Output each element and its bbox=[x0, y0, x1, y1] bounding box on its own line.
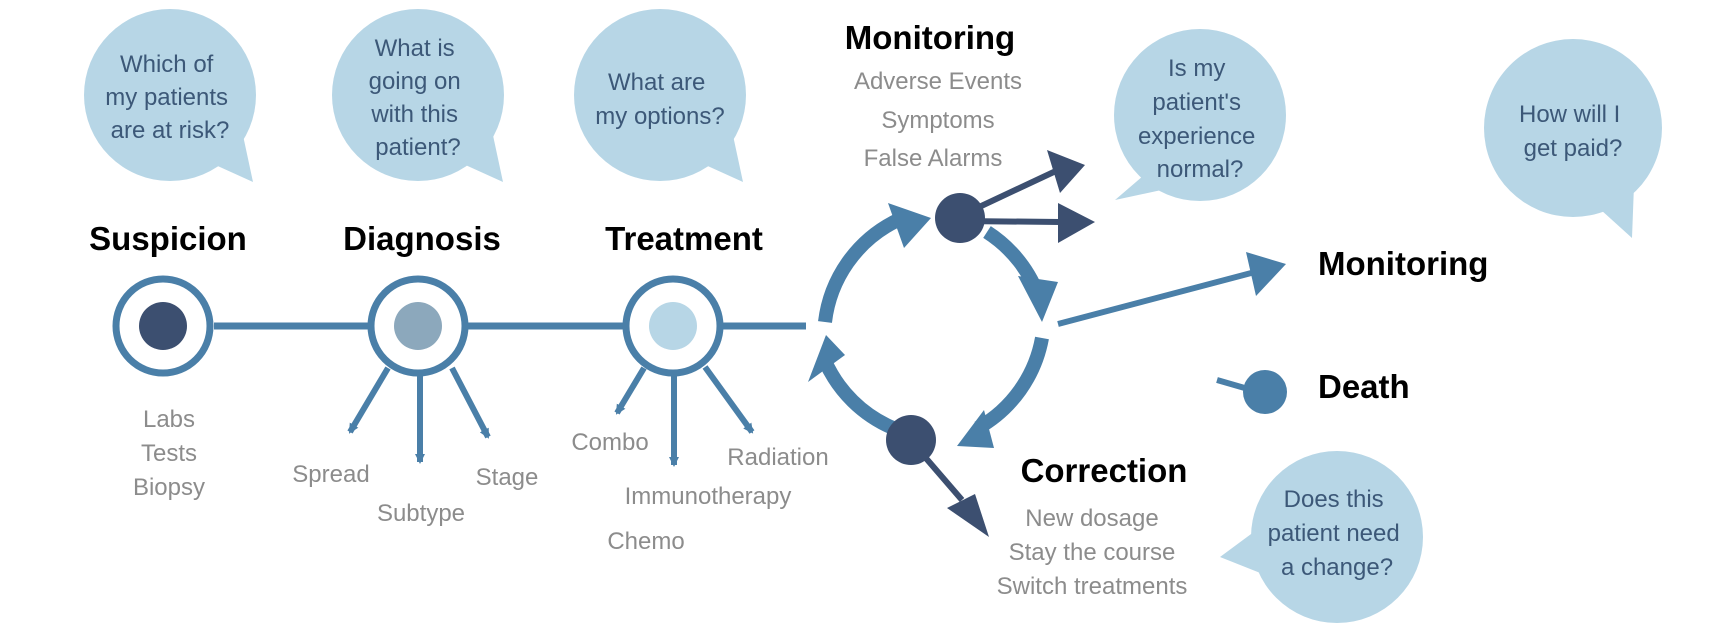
suspicion-item: Tests bbox=[141, 440, 197, 467]
monitoring-item: Adverse Events bbox=[854, 68, 1022, 95]
cycle-arrowhead bbox=[957, 410, 994, 448]
correction-item: New dosage bbox=[1025, 505, 1158, 532]
node-treatment bbox=[622, 275, 724, 377]
bubble-diagnosis-line: What is bbox=[375, 35, 455, 62]
bubble-options-line: What are bbox=[608, 69, 705, 96]
cycle-arrowhead bbox=[1018, 276, 1058, 322]
bubble-risk-line: are at risk? bbox=[111, 117, 230, 144]
svg-text:How will I get paid?: How will I get paid? bbox=[1519, 101, 1627, 162]
death-marker bbox=[1216, 370, 1287, 414]
monitoring-node bbox=[935, 150, 1095, 243]
bubble-diagnosis-line: going on bbox=[369, 68, 461, 95]
treatment-branch-arrow bbox=[614, 366, 647, 415]
svg-text:Is my patient's ex: Is my patient's experience normal? bbox=[1138, 55, 1262, 183]
bubble-risk-line: Which of bbox=[120, 51, 214, 78]
bubble-change-line: a change? bbox=[1281, 554, 1393, 581]
bubble-diagnosis-line: patient? bbox=[375, 134, 460, 161]
monitoring-item: False Alarms bbox=[864, 145, 1003, 172]
stage-title-diagnosis: Diagnosis bbox=[343, 220, 501, 257]
treatment-branch-arrow bbox=[702, 365, 755, 434]
stage-title-monitoring: Monitoring bbox=[845, 19, 1015, 56]
cycle-arc bbox=[818, 358, 896, 435]
suspicion-item: Biopsy bbox=[133, 474, 205, 501]
bubble-diagnosis-line: with this bbox=[370, 101, 458, 128]
bubble-options-line: my options? bbox=[595, 103, 724, 130]
cycle-arc bbox=[974, 336, 1049, 435]
stage-title-correction: Correction bbox=[1021, 452, 1188, 489]
bubble-change-line: patient need bbox=[1268, 520, 1400, 547]
suspicion-item: Labs bbox=[143, 406, 195, 433]
cycle-loop bbox=[818, 214, 1049, 435]
diagnosis-item-stage: Stage bbox=[476, 464, 539, 491]
treatment-item-immunotherapy: Immunotherapy bbox=[625, 483, 792, 510]
stage-title-treatment: Treatment bbox=[605, 220, 763, 257]
bubble-change: Does this patient need a change? bbox=[1220, 451, 1423, 623]
bubble-paid-line: get paid? bbox=[1524, 135, 1623, 162]
svg-text:What is going on w: What is going on with this patient? bbox=[369, 35, 468, 161]
diagnosis-branch-arrow bbox=[347, 366, 391, 434]
bubble-risk-line: my patients bbox=[105, 84, 228, 111]
bubble-diagnosis: What is going on with this patient? bbox=[332, 9, 504, 182]
exit-arrow-monitoring bbox=[1057, 252, 1286, 327]
bubble-paid: How will I get paid? bbox=[1484, 39, 1662, 238]
monitoring-item: Symptoms bbox=[881, 107, 994, 134]
cycle-arc bbox=[818, 214, 900, 323]
bubble-change-line: Does this bbox=[1284, 486, 1384, 513]
treatment-item-combo: Combo bbox=[571, 429, 648, 456]
correction-node bbox=[886, 415, 989, 537]
node-diagnosis bbox=[367, 275, 469, 377]
correction-item: Stay the course bbox=[1009, 539, 1176, 566]
bubble-experience-line: normal? bbox=[1157, 156, 1244, 183]
treatment-item-chemo: Chemo bbox=[607, 528, 684, 555]
diagnosis-item-spread: Spread bbox=[292, 461, 369, 488]
svg-text:Which of my patients: Which of my patients are at risk? bbox=[105, 51, 234, 144]
svg-text:Does this patient need: Does this patient need a change? bbox=[1268, 486, 1407, 581]
bubble-risk: Which of my patients are at risk? bbox=[84, 9, 256, 182]
bubble-experience-line: patient's bbox=[1152, 89, 1241, 116]
correction-item: Switch treatments bbox=[997, 573, 1188, 600]
treatment-item-radiation: Radiation bbox=[727, 444, 828, 471]
bubble-experience-line: Is my bbox=[1168, 55, 1225, 82]
diagnosis-item-subtype: Subtype bbox=[377, 500, 465, 527]
cycle-arrowhead bbox=[888, 203, 931, 248]
bubble-options: What are my options? bbox=[574, 9, 746, 182]
svg-text:What are my options?: What are my options? bbox=[595, 69, 724, 130]
diagnosis-branch-arrow bbox=[449, 366, 491, 439]
outcome-death: Death bbox=[1318, 368, 1410, 405]
cycle-arrowhead bbox=[808, 335, 845, 382]
bubble-experience: Is my patient's experience normal? bbox=[1114, 29, 1286, 201]
stage-title-suspicion: Suspicion bbox=[89, 220, 247, 257]
bubble-paid-line: How will I bbox=[1519, 101, 1620, 128]
node-suspicion bbox=[112, 275, 214, 377]
outcome-monitoring: Monitoring bbox=[1318, 245, 1488, 282]
bubble-experience-line: experience bbox=[1138, 123, 1255, 150]
